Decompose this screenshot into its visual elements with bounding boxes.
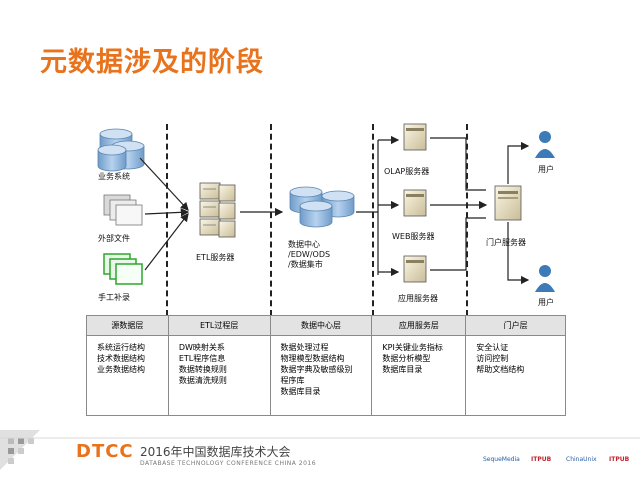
data-center-db-icon bbox=[289, 186, 355, 228]
footer-brand-logo: DTCC bbox=[76, 441, 134, 462]
label-external-file: 外部文件 bbox=[98, 234, 130, 243]
layer-cell-datacenter: 数据处理过程 物理模型数据结构 数据字典及敏感级别 程序库 数据库目录 bbox=[269, 335, 373, 416]
layer-item: 数据转换规则 bbox=[178, 365, 227, 374]
footer-pattern-icon bbox=[0, 430, 40, 470]
layer-cell-appservice: KPI关键业务指标 数据分析模型 数据库目录 bbox=[371, 335, 467, 416]
label-portal-server: 门户服务器 bbox=[486, 238, 526, 247]
layer-item: KPI关键业务指标 bbox=[382, 343, 443, 352]
label-user-bottom: 用户 bbox=[538, 298, 554, 307]
label-web-server: WEB服务器 bbox=[392, 232, 435, 241]
manual-entry-icon bbox=[103, 253, 143, 285]
label-olap-server: OLAP服务器 bbox=[384, 167, 430, 176]
layer-item: 物理模型数据结构 bbox=[280, 354, 345, 363]
etl-server-icon bbox=[199, 182, 236, 238]
layer-separator-1 bbox=[166, 124, 168, 316]
layer-item: 技术数据结构 bbox=[97, 354, 145, 363]
label-user-top: 用户 bbox=[538, 165, 554, 174]
label-data-center-line1: 数据中心 bbox=[288, 240, 320, 249]
external-file-icon bbox=[103, 194, 143, 226]
layer-item: 安全认证 bbox=[476, 343, 509, 352]
flow-arrows bbox=[139, 135, 530, 285]
layers-table: 源数据层 ETL过程层 数据中心层 应用服务层 门户层 系统运行结构 技术数据结… bbox=[86, 315, 566, 416]
app-server-icon bbox=[403, 255, 427, 283]
slide-title: 元数据涉及的阶段 bbox=[40, 47, 264, 78]
layer-header-portal: 门户层 bbox=[465, 315, 566, 336]
label-data-center-line3: /数据集市 bbox=[288, 260, 323, 269]
layer-item: 访问控制 bbox=[476, 354, 509, 363]
layer-item: 帮助文档结构 bbox=[476, 365, 525, 374]
label-data-center-line2: /EDW/ODS bbox=[288, 250, 331, 259]
sponsor-logo: ITPUB bbox=[609, 456, 630, 463]
layer-item: 数据库目录 bbox=[382, 365, 423, 374]
business-system-db-icon bbox=[97, 128, 145, 172]
layer-item: 程序库 bbox=[280, 376, 305, 385]
layer-header-source: 源数据层 bbox=[86, 315, 169, 336]
layer-separator-2 bbox=[270, 124, 272, 316]
layer-item: 业务数据结构 bbox=[97, 365, 145, 374]
portal-server-icon bbox=[494, 185, 522, 221]
layer-item: 数据库目录 bbox=[280, 387, 321, 396]
sponsor-logo: ChinaUnix bbox=[566, 456, 597, 463]
layer-item: 数据清洗规则 bbox=[178, 376, 227, 385]
layer-header-etl: ETL过程层 bbox=[167, 315, 271, 336]
sponsor-logo: SequeMedia bbox=[483, 456, 520, 463]
layer-header-datacenter: 数据中心层 bbox=[269, 315, 373, 336]
layer-cell-etl: DW映射关系 ETL程序信息 数据转换规则 数据清洗规则 bbox=[167, 335, 271, 416]
layers-body-row: 系统运行结构 技术数据结构 业务数据结构 DW映射关系 ETL程序信息 数据转换… bbox=[86, 335, 566, 416]
layer-item: 系统运行结构 bbox=[97, 343, 145, 352]
layer-item: 数据字典及敏感级别 bbox=[280, 365, 353, 374]
label-etl-server: ETL服务器 bbox=[196, 253, 235, 262]
sponsor-logo: ITPUB bbox=[531, 456, 552, 463]
footer-conference-subtitle: DATABASE TECHNOLOGY CONFERENCE CHINA 201… bbox=[140, 460, 317, 467]
label-app-server: 应用服务器 bbox=[398, 294, 438, 303]
label-data-center: 数据中心 /EDW/ODS /数据集市 bbox=[288, 240, 330, 270]
layer-header-appservice: 应用服务层 bbox=[371, 315, 467, 336]
layer-item: 数据分析模型 bbox=[382, 354, 431, 363]
layer-item: 数据处理过程 bbox=[280, 343, 329, 352]
layer-item: DW映射关系 bbox=[178, 343, 225, 352]
olap-server-icon bbox=[403, 123, 427, 151]
layer-cell-source: 系统运行结构 技术数据结构 业务数据结构 bbox=[86, 335, 169, 416]
user-icon-top bbox=[535, 131, 555, 158]
web-server-icon bbox=[403, 189, 427, 217]
layer-separator-4 bbox=[466, 124, 468, 316]
label-manual-entry: 手工补录 bbox=[98, 293, 130, 302]
label-business-system: 业务系统 bbox=[98, 172, 130, 181]
layer-cell-portal: 安全认证 访问控制 帮助文档结构 bbox=[465, 335, 566, 416]
layers-header-row: 源数据层 ETL过程层 数据中心层 应用服务层 门户层 bbox=[86, 315, 566, 336]
user-icon-bottom bbox=[535, 265, 555, 292]
layer-separator-3 bbox=[372, 124, 374, 316]
footer-conference-title: 2016年中国数据库技术大会 bbox=[140, 445, 291, 459]
layer-item: ETL程序信息 bbox=[178, 354, 226, 363]
